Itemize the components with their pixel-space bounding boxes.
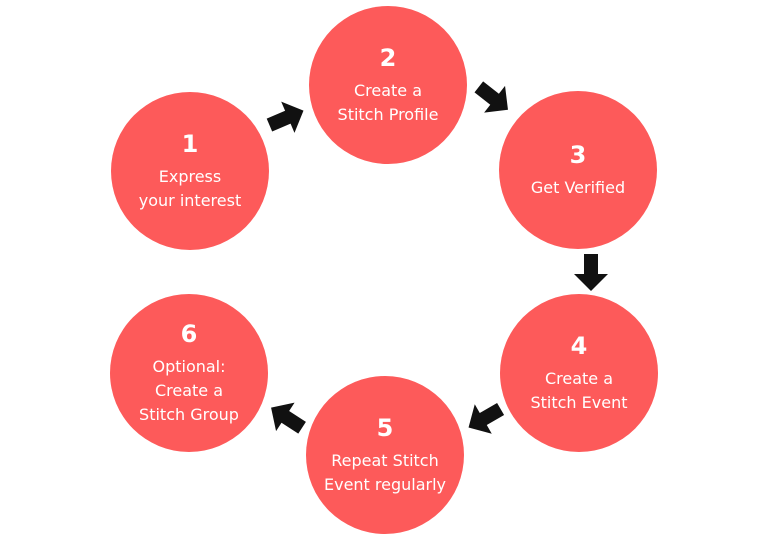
step-4-label: Create a Stitch Event [530, 368, 628, 412]
arrow-1-to-2-icon [266, 101, 304, 133]
step-2-number: 2 [379, 43, 397, 72]
step-3-number: 3 [569, 140, 587, 169]
step-4-circle: 4 Create a Stitch Event [500, 294, 658, 452]
step-3-circle: 3 Get Verified [499, 91, 657, 249]
step-6-circle: 6 Optional: Create a Stitch Group [110, 294, 268, 452]
arrow-2-to-3-icon [474, 81, 508, 113]
step-6-label: Optional: Create a Stitch Group [139, 356, 239, 424]
step-2-label: Create a Stitch Profile [337, 80, 439, 124]
step-5-number: 5 [376, 413, 394, 442]
step-5-label: Repeat Stitch Event regularly [323, 450, 447, 494]
arrow-4-to-5-icon [468, 402, 505, 434]
arrow-3-to-4-icon [574, 254, 608, 291]
step-3-label: Get Verified [530, 177, 626, 197]
step-6-number: 6 [180, 319, 198, 348]
step-1-circle: 1 Express your interest [111, 92, 269, 250]
step-1-label: Express your interest [138, 166, 242, 210]
step-2-circle: 2 Create a Stitch Profile [309, 6, 467, 164]
step-1-number: 1 [181, 129, 199, 158]
arrow-5-to-6-icon [271, 402, 306, 434]
step-4-number: 4 [570, 331, 588, 360]
step-5-circle: 5 Repeat Stitch Event regularly [306, 376, 464, 534]
